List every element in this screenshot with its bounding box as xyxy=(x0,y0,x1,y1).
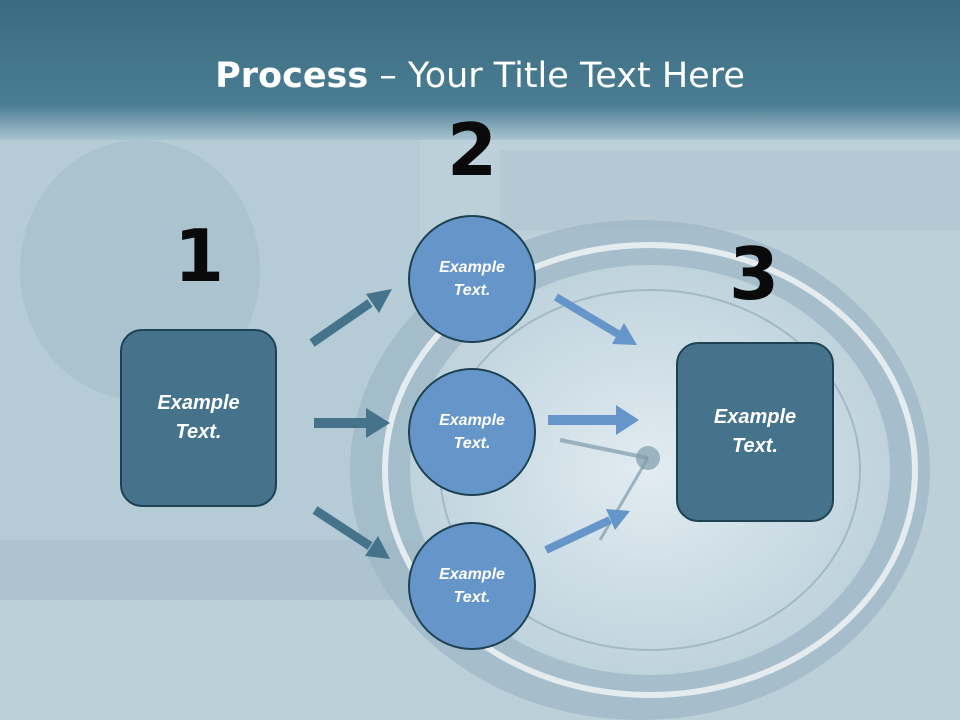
arrow-to-top-circle xyxy=(309,289,392,347)
step-3-text: Example Text. xyxy=(713,406,797,457)
step-1-text: Example Text. xyxy=(157,392,240,443)
step-number-2: 2 xyxy=(446,108,498,192)
step-2-circle-top-text: Example Text. xyxy=(439,259,505,299)
arrow-from-middle-circle xyxy=(548,405,639,435)
step-3-box: Example Text. xyxy=(676,342,834,522)
arrow-to-middle-circle xyxy=(314,408,390,438)
arrow-to-bottom-circle xyxy=(312,506,390,559)
arrow-from-bottom-circle xyxy=(544,509,630,554)
step-2-circle-bottom: Example Text. xyxy=(408,522,536,650)
step-2-circle-bottom-text: Example Text. xyxy=(439,566,505,606)
step-2-circle-middle: Example Text. xyxy=(408,368,536,496)
step-2-circle-middle-text: Example Text. xyxy=(439,412,505,452)
step-number-3: 3 xyxy=(728,232,780,316)
arrow-from-top-circle xyxy=(553,293,637,345)
step-number-1: 1 xyxy=(173,214,225,298)
step-2-circle-top: Example Text. xyxy=(408,215,536,343)
title-bold: Process xyxy=(215,56,369,96)
step-1-box: Example Text. xyxy=(120,329,277,507)
page-title: Process – Your Title Text Here xyxy=(0,54,960,98)
title-rest: – Your Title Text Here xyxy=(368,56,745,96)
